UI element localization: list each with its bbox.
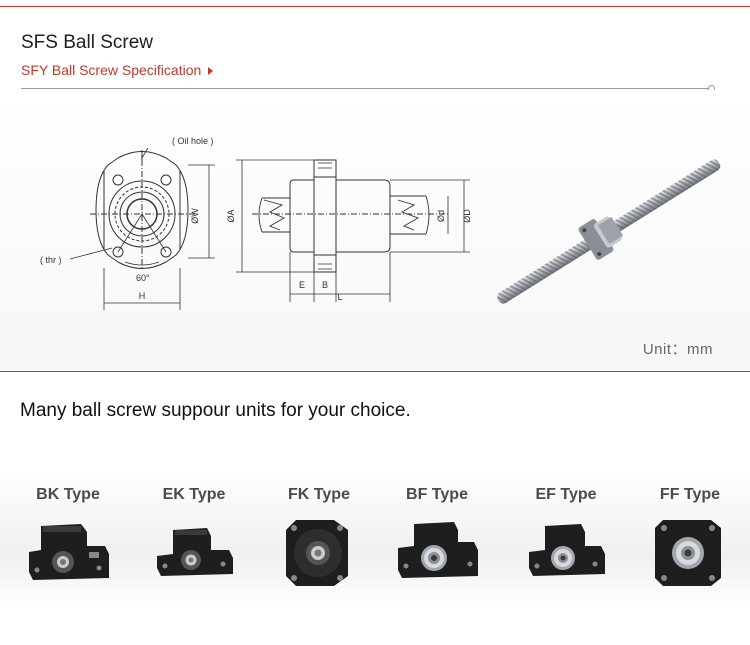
type-card-bk[interactable]: BK Type <box>13 486 123 588</box>
oil-hole-label: ( Oil hole ) <box>172 136 214 146</box>
middle-divider <box>0 371 750 372</box>
type-label-ff: FF Type <box>659 486 721 503</box>
ef-type-image <box>529 524 605 576</box>
thr-label: ( thr ) <box>40 255 62 265</box>
triangle-right-icon <box>208 67 214 76</box>
page-title: SFS Ball Screw <box>21 32 153 53</box>
type-card-ff[interactable]: FF Type <box>635 486 745 588</box>
type-label-bf: BF Type <box>406 486 468 503</box>
top-divider <box>0 6 750 7</box>
type-label-ef: EF Type <box>535 486 597 503</box>
dim-h-label: H <box>139 291 146 301</box>
side-view-drawing <box>236 159 470 302</box>
technical-drawing: ( Oil hole ) ( thr ) 60° ØW H <box>40 136 721 310</box>
front-view-drawing <box>69 147 215 310</box>
bf-type-image <box>398 522 478 578</box>
dim-d-label: ØD <box>462 209 472 223</box>
type-card-fk[interactable]: FK Type <box>264 486 374 588</box>
dim-l-label: L <box>337 292 342 302</box>
type-card-ef[interactable]: EF Type <box>511 486 621 588</box>
dim-d-small-label: Ød <box>436 210 446 222</box>
ff-type-image <box>655 520 721 586</box>
ek-type-image <box>157 528 233 576</box>
fk-type-image <box>286 520 348 586</box>
dim-b-label: B <box>322 280 328 290</box>
type-card-bf[interactable]: BF Type <box>382 486 492 588</box>
type-label-fk: FK Type <box>288 486 350 503</box>
bk-type-image <box>29 524 109 580</box>
type-card-ek[interactable]: EK Type <box>139 486 249 588</box>
types-background <box>0 470 750 610</box>
choice-heading: Many ball screw suppour units for your c… <box>20 400 411 421</box>
angle-label: 60° <box>136 273 150 283</box>
spec-background <box>0 90 750 370</box>
ball-screw-image <box>497 159 721 304</box>
unit-label: Unit：mm <box>642 341 713 358</box>
dim-a-label: ØA <box>226 209 236 222</box>
spec-subtitle-link[interactable]: SFY Ball Screw Specification <box>21 62 214 78</box>
type-label-bk: BK Type <box>36 486 100 503</box>
subtitle-label: SFY Ball Screw Specification <box>21 62 202 78</box>
section-divider <box>21 88 710 89</box>
type-label-ek: EK Type <box>162 486 226 503</box>
dim-w-label: ØW <box>190 208 200 224</box>
dim-e-label: E <box>299 280 305 290</box>
